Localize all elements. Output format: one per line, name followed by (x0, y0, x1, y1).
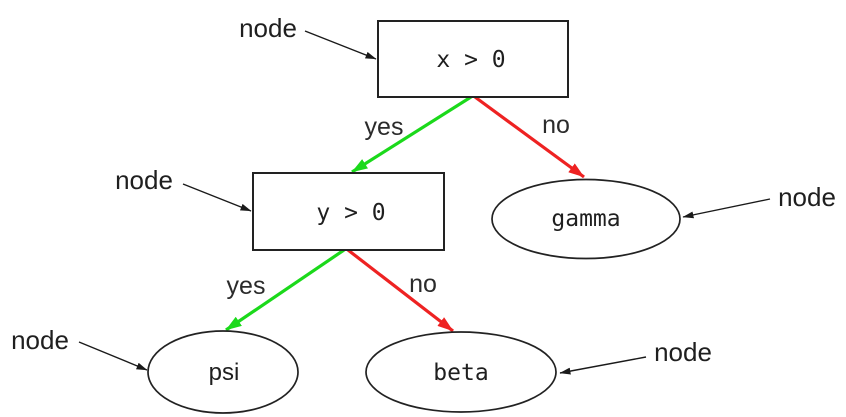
decision-node-root: x > 0 (377, 20, 569, 98)
leaf-node-psi: psi (147, 330, 299, 414)
edge-line-no-2 (347, 248, 454, 333)
annotation-label-root: node (239, 13, 297, 43)
edge-label-no-2: no (409, 270, 437, 298)
node-label-left: y > 0 (316, 200, 385, 226)
edge-left-no: no (347, 248, 454, 333)
node-ellipse-beta (365, 331, 557, 413)
leaf-node-beta: beta (365, 331, 557, 413)
annotation-arrow-beta (559, 356, 647, 375)
edge-line-no-1 (474, 95, 585, 179)
annotation-beta: node (559, 337, 712, 375)
node-label-beta: beta (433, 360, 488, 386)
decision-node-left: y > 0 (252, 172, 445, 251)
node-ellipse-psi (147, 330, 299, 414)
edge-line-yes-2 (225, 248, 345, 332)
edge-label-yes-1: yes (365, 113, 404, 141)
node-label-root: x > 0 (436, 47, 505, 73)
node-label-psi: psi (209, 359, 240, 386)
leaf-node-gamma: gamma (491, 178, 681, 260)
annotation-label-gamma: node (778, 182, 836, 212)
annotation-label-left: node (115, 165, 173, 195)
node-box-root (377, 20, 569, 98)
annotation-left: node (115, 165, 252, 212)
node-label-gamma: gamma (551, 206, 620, 232)
annotation-label-beta: node (654, 337, 712, 367)
annotation-arrow-psi (78, 341, 148, 371)
annotation-arrow-left (182, 183, 252, 212)
annotation-root: node (239, 13, 377, 60)
edge-line-yes-1 (351, 95, 472, 174)
edge-root-yes: yes (351, 95, 472, 174)
edge-left-yes: yes (225, 248, 345, 332)
annotation-arrow-root (304, 30, 377, 60)
edge-label-yes-2: yes (227, 272, 266, 300)
annotation-arrow-gamma (682, 198, 771, 219)
annotation-label-psi: node (11, 325, 69, 355)
edge-label-no-1: no (542, 111, 570, 139)
node-ellipse-gamma (491, 178, 681, 260)
annotation-psi: node (11, 325, 148, 371)
node-box-left (252, 172, 445, 251)
edge-root-no: no (474, 95, 585, 179)
annotation-gamma: node (682, 182, 836, 219)
